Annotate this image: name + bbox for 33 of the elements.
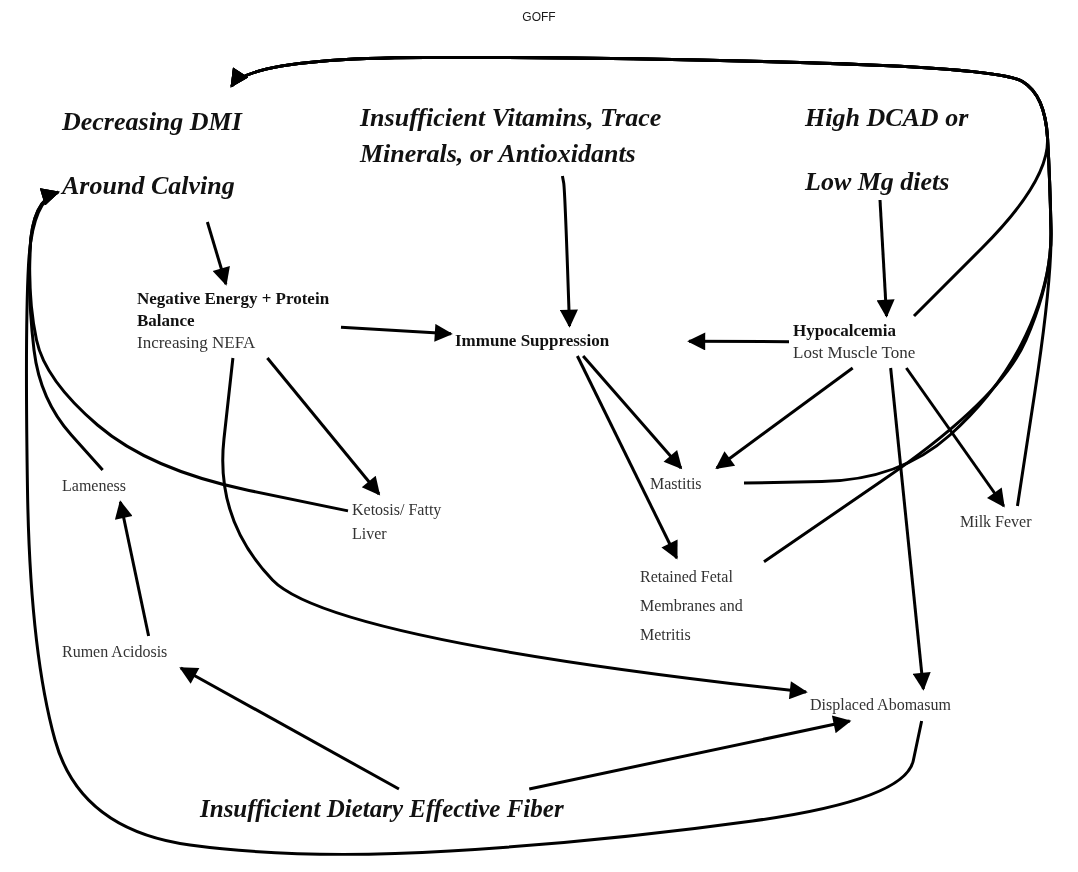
arrow (179, 666, 400, 791)
condition-heading: Hypocalcemia (793, 320, 896, 342)
arrow (340, 323, 453, 342)
arrow (576, 355, 678, 560)
risk-factor-label: Insufficient Vitamins, Trace Minerals, or Antioxidants (360, 102, 663, 170)
arrow (582, 355, 683, 470)
condition-heading: Negative Energy + Protein Balance (137, 288, 331, 332)
disorder-label: Milk Fever (960, 512, 1032, 532)
arrow (528, 715, 852, 791)
running-header: GOFF (522, 10, 556, 24)
arrow (687, 332, 789, 351)
condition-label: Lost Muscle Tone (793, 342, 916, 364)
arrow (559, 175, 578, 328)
risk-factor-label: Insufficient Dietary Effective Fiber (200, 794, 564, 824)
risk-factor-label: Decreasing DMI Around Calving (62, 106, 244, 202)
disorder-label: Mastitis (650, 474, 702, 494)
arrow (114, 500, 151, 637)
condition-heading: Immune Suppression (455, 330, 610, 352)
disorder-label: Retained Fetal Membranes and Metritis (640, 567, 744, 645)
arrow (205, 221, 230, 286)
disorder-label: Displaced Abomasum (810, 695, 951, 716)
arrow (889, 367, 931, 691)
arrow (24, 190, 924, 856)
condition-label: Increasing NEFA (137, 332, 256, 354)
arrow (715, 366, 854, 470)
disorder-label: Ketosis/ Fatty Liver (352, 500, 443, 544)
risk-factor-label: High DCAD or Low Mg diets (805, 102, 970, 198)
disorder-label: Rumen Acidosis (62, 642, 168, 662)
arrow (876, 198, 895, 318)
arrow (266, 357, 381, 496)
arrow (221, 357, 808, 700)
arrow (905, 367, 1005, 508)
disorder-label: Lameness (62, 476, 126, 496)
